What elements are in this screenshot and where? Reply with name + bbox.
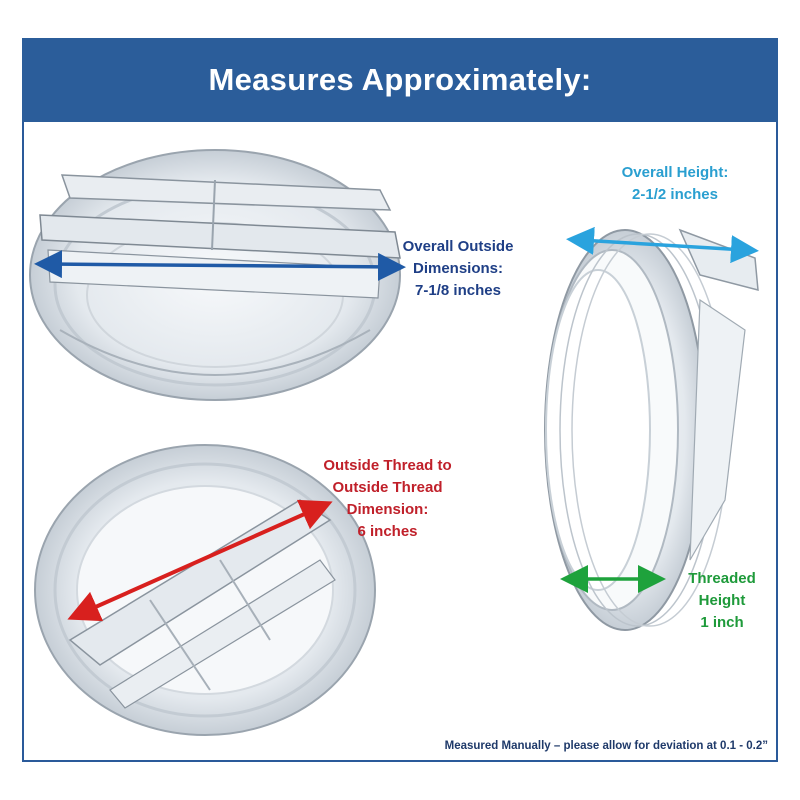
outside-line1: Overall Outside	[402, 238, 514, 255]
threaded-line3: 1 inch	[700, 614, 744, 631]
outside-dimension-label: Overall Outside Dimensions: 7-1/8 inches	[393, 236, 523, 302]
thread-dimension-arrow	[67, 499, 333, 622]
threaded-line2: Height	[698, 592, 746, 609]
thread-line3: Dimension:	[346, 501, 429, 518]
threaded-height-label: Threaded Height 1 inch	[672, 568, 772, 634]
thread-dimension-label: Outside Thread to Outside Thread Dimensi…	[305, 455, 470, 543]
outside-line2: Dimensions:	[412, 260, 503, 277]
height-line1: Overall Height:	[621, 164, 729, 181]
threaded-line1: Threaded	[688, 570, 756, 587]
overall-height-arrow	[566, 226, 759, 264]
outside-line3: 7-1/8 inches	[415, 282, 501, 299]
outside-dimension-arrow	[34, 250, 406, 281]
height-line2: 2-1/2 inches	[632, 186, 718, 203]
thread-line1: Outside Thread to	[323, 457, 452, 474]
measurement-footnote: Measured Manually – please allow for dev…	[444, 740, 768, 752]
lid-top-view	[29, 149, 401, 401]
overall-height-label: Overall Height: 2-1/2 inches	[600, 162, 750, 206]
thread-line4: 6 inches	[357, 523, 418, 540]
thread-line2: Outside Thread	[332, 479, 443, 496]
title-banner: Measures Approximately:	[22, 38, 778, 122]
banner-title: Measures Approximately:	[208, 62, 592, 97]
